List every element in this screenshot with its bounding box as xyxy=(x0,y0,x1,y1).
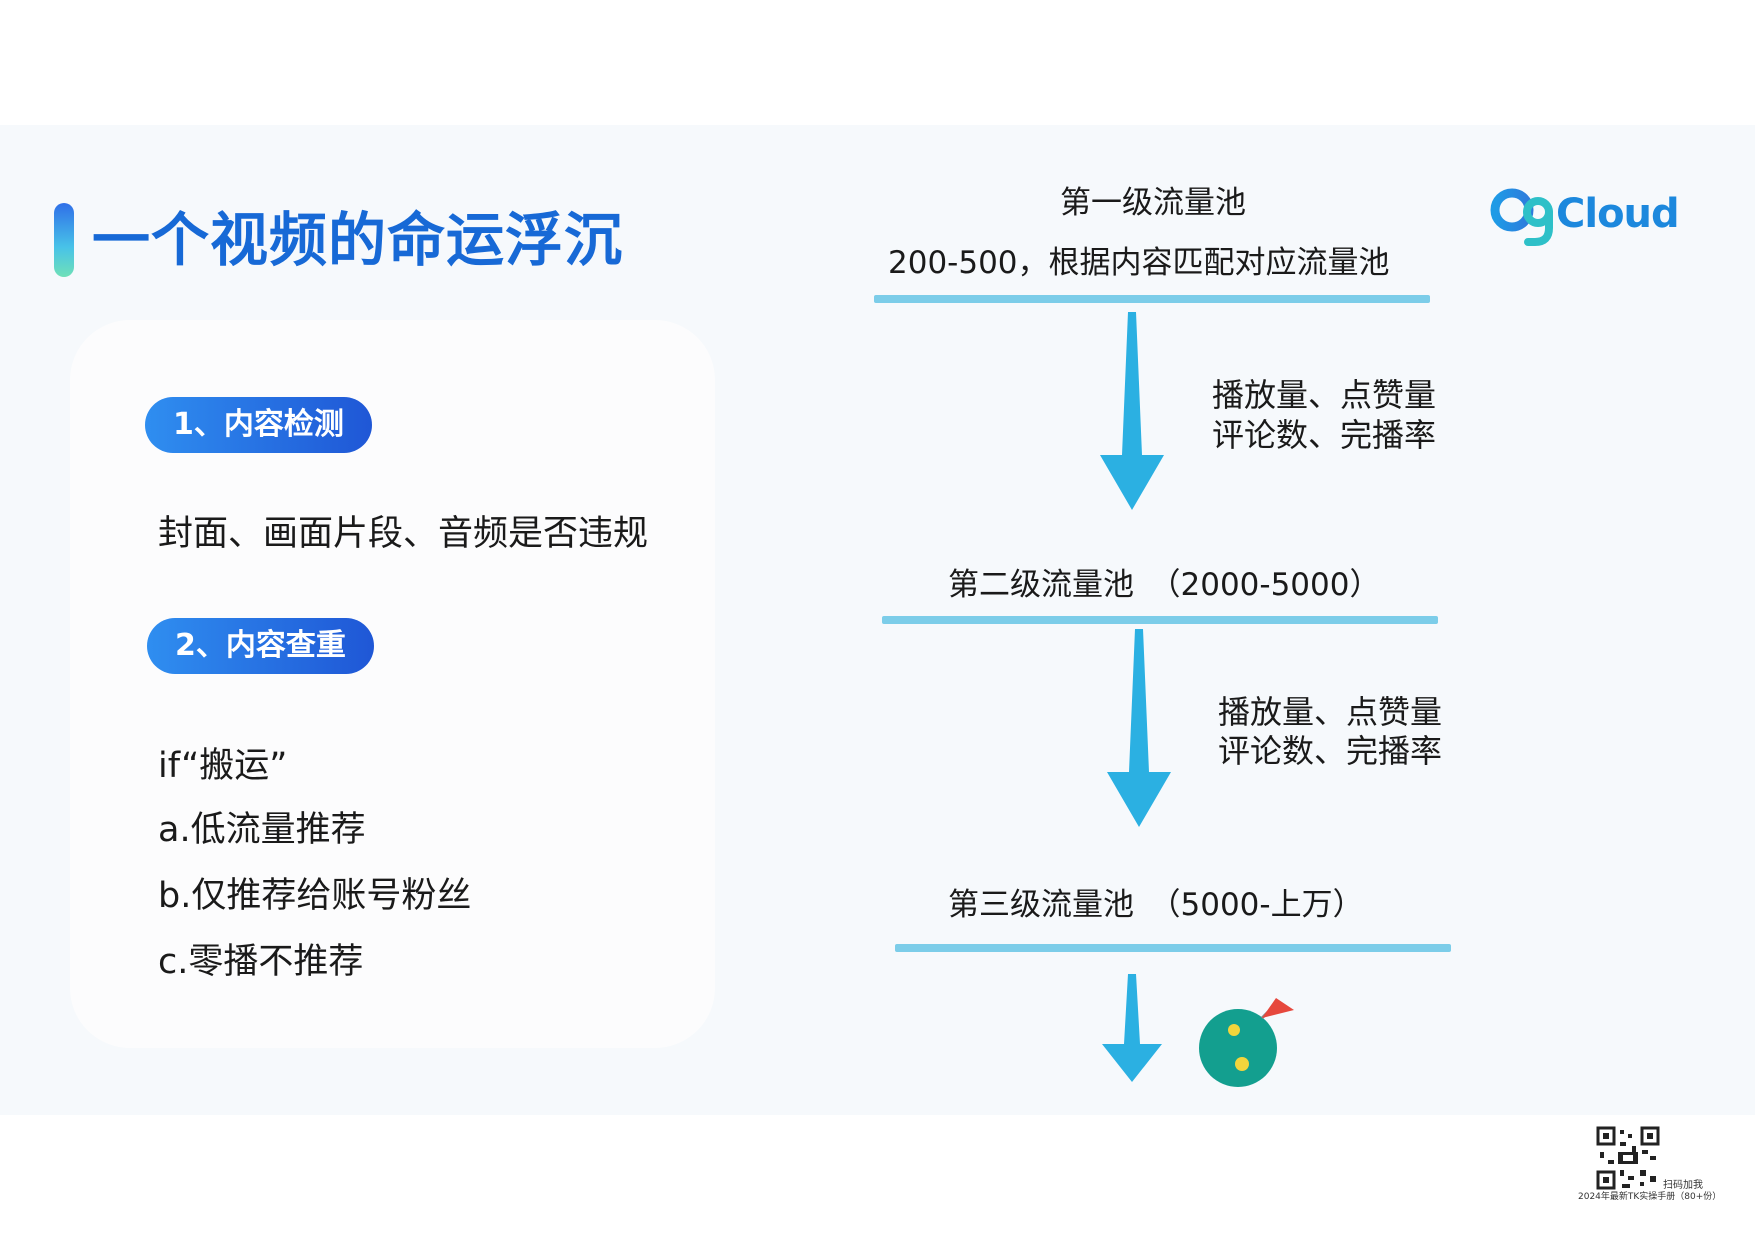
qr-code xyxy=(1570,1120,1720,1210)
arrow-down-icon-2 xyxy=(1107,629,1171,827)
section2-line-3: b.仅推荐给账号粉丝 xyxy=(158,876,472,916)
arrow-down-icon-3 xyxy=(1102,974,1162,1082)
qr-code-icon xyxy=(1596,1126,1660,1190)
ogcloud-logo: Cloud xyxy=(1490,176,1700,256)
arrow-down-icon-1 xyxy=(1100,312,1164,510)
metrics1-line2: 评论数、完播率 xyxy=(1212,416,1437,454)
level2-title: 第二级流量池 （2000-5000） xyxy=(948,567,1381,603)
level2-divider xyxy=(882,616,1438,624)
page-title: 一个视频的命运浮沉 xyxy=(92,206,624,274)
level1-title: 第一级流量池 xyxy=(1060,185,1246,221)
level3-divider xyxy=(895,944,1451,952)
metrics2-line1: 播放量、点赞量 xyxy=(1218,693,1443,731)
ogcloud-logo-icon: Cloud xyxy=(1490,188,1680,246)
level1-divider xyxy=(874,295,1430,303)
section1-text: 封面、画面片段、音频是否违规 xyxy=(158,514,649,554)
section1-pill: 1、内容检测 xyxy=(145,397,372,453)
qr-caption-manual: 2024年最新TK实操手册（80+份） xyxy=(1578,1192,1722,1202)
level1-desc: 200-500，根据内容匹配对应流量池 xyxy=(888,245,1390,281)
section2-line-2: a.低流量推荐 xyxy=(158,810,366,850)
svg-text:Cloud: Cloud xyxy=(1556,191,1679,237)
level3-title: 第三级流量池 （5000-上万） xyxy=(948,887,1364,923)
section2-pill: 2、内容查重 xyxy=(147,618,374,674)
section2-line-1: if“搬运” xyxy=(158,746,288,786)
metrics2-line2: 评论数、完播率 xyxy=(1218,732,1443,770)
globe-flag-icon xyxy=(1199,998,1294,1087)
title-accent-bar xyxy=(54,203,74,277)
metrics1-line1: 播放量、点赞量 xyxy=(1212,376,1437,414)
qr-caption-scan: 扫码加我 xyxy=(1663,1180,1703,1191)
section2-line-4: c.零播不推荐 xyxy=(158,942,364,982)
